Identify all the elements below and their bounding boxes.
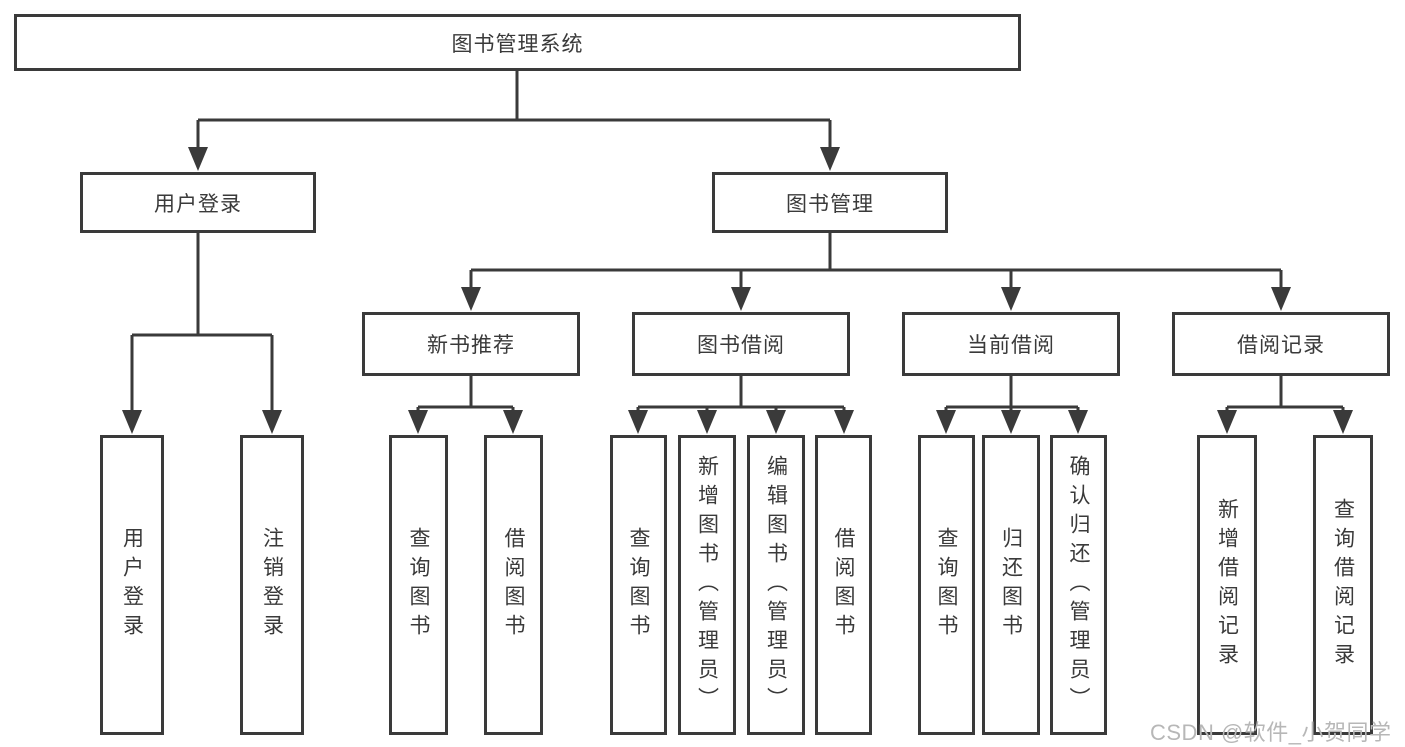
leaf-records-add-record-label: 新增借阅记录 [1215,498,1239,672]
node-book-management-label: 图书管理 [786,192,874,216]
arrowhead-icon [1333,410,1353,434]
leaf-records-query-record: 查询借阅记录 [1313,435,1373,735]
arrowhead-icon [1271,287,1291,311]
arrowhead-icon [820,147,840,171]
leaf-user-login: 用户登录 [100,435,164,735]
arrowhead-icon [1001,287,1021,311]
arrowhead-icon [1001,410,1021,434]
node-new-book-recommend-label: 新书推荐 [427,334,515,357]
arrowhead-icon [834,410,854,434]
leaf-recommend-query-books-label: 查询图书 [407,527,430,643]
arrowhead-icon [766,410,786,434]
node-new-book-recommend: 新书推荐 [362,312,580,376]
leaf-borrowing-edit-books-admin-label: 编辑图书（管理员） [764,454,788,716]
node-current-borrowing: 当前借阅 [902,312,1120,376]
node-current-borrowing-label: 当前借阅 [967,334,1055,357]
node-user-login: 用户登录 [80,172,316,233]
node-book-management: 图书管理 [712,172,948,233]
node-user-login-label: 用户登录 [154,192,242,216]
node-book-borrowing: 图书借阅 [632,312,850,376]
leaf-current-confirm-return-admin: 确认归还（管理员） [1050,435,1107,735]
node-root-label: 图书管理系统 [451,32,584,56]
leaf-current-query-books: 查询图书 [918,435,975,735]
connector-path [130,71,1345,412]
arrowheads [122,147,1353,434]
leaf-current-return-books-label: 归还图书 [999,527,1023,643]
leaf-borrowing-add-books-admin-label: 新增图书（管理员） [695,454,719,716]
node-borrowing-records-label: 借阅记录 [1237,334,1325,357]
leaf-borrowing-borrow-books-label: 借阅图书 [832,527,855,643]
leaf-current-return-books: 归还图书 [982,435,1040,735]
leaf-recommend-query-books: 查询图书 [389,435,448,735]
leaf-logout-label: 注销登录 [260,527,284,643]
arrowhead-icon [1217,410,1237,434]
leaf-borrowing-edit-books-admin: 编辑图书（管理员） [747,435,805,735]
arrowhead-icon [628,410,648,434]
arrowhead-icon [503,410,523,434]
leaf-user-login-label: 用户登录 [120,527,144,643]
arrowhead-icon [262,410,282,434]
arrowhead-icon [731,287,751,311]
leaf-borrowing-add-books-admin: 新增图书（管理员） [678,435,736,735]
node-borrowing-records: 借阅记录 [1172,312,1390,376]
csdn-watermark: CSDN @软件_小贺同学 [1150,720,1392,745]
arrowhead-icon [461,287,481,311]
arrowhead-icon [408,410,428,434]
arrowhead-icon [122,410,142,434]
arrowhead-icon [697,410,717,434]
leaf-records-query-record-label: 查询借阅记录 [1331,498,1355,672]
leaf-borrowing-query-books-label: 查询图书 [627,527,650,643]
node-book-borrowing-label: 图书借阅 [697,334,785,357]
arrowhead-icon [936,410,956,434]
leaf-borrowing-query-books: 查询图书 [610,435,667,735]
arrowhead-icon [1068,410,1088,434]
arrowhead-icon [188,147,208,171]
leaf-current-confirm-return-admin-label: 确认归还（管理员） [1067,454,1090,716]
node-root: 图书管理系统 [14,14,1021,71]
leaf-records-add-record: 新增借阅记录 [1197,435,1257,735]
leaf-recommend-borrow-books-label: 借阅图书 [502,527,525,643]
leaf-borrowing-borrow-books: 借阅图书 [815,435,872,735]
leaf-recommend-borrow-books: 借阅图书 [484,435,543,735]
leaf-logout: 注销登录 [240,435,304,735]
leaf-current-query-books-label: 查询图书 [935,527,958,643]
